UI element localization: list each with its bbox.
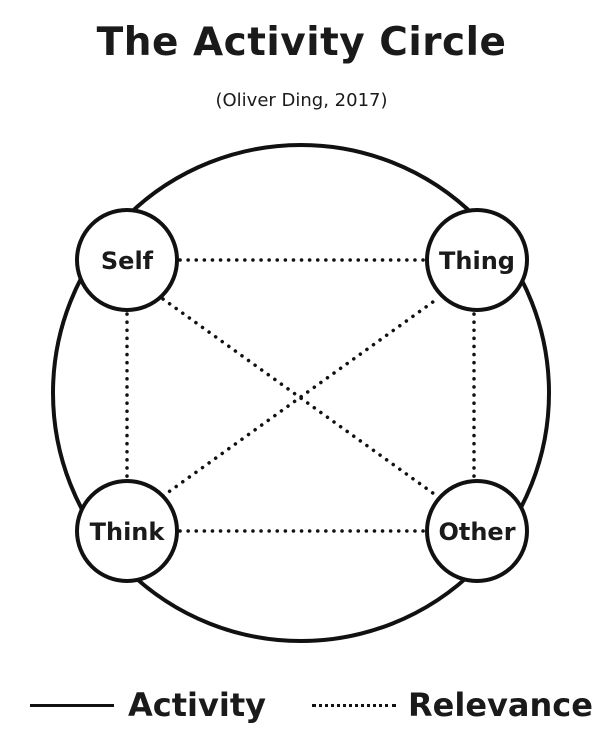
node-other-label: Other — [438, 518, 515, 546]
legend-dotted-line — [312, 703, 396, 707]
diagram-title: The Activity Circle — [96, 20, 507, 65]
legend-activity-label: Activity — [128, 686, 266, 724]
node-other — [425, 479, 529, 583]
node-think — [75, 479, 179, 583]
relevance-line-think-thing — [161, 297, 439, 498]
legend-relevance-label: Relevance — [408, 686, 593, 724]
node-thing-label: Thing — [439, 247, 515, 275]
node-self — [75, 208, 179, 312]
node-self-label: Self — [101, 247, 154, 275]
node-thing — [425, 208, 529, 312]
legend-relevance: Relevance — [312, 686, 593, 724]
legend-activity: Activity — [30, 686, 266, 724]
legend-solid-line — [30, 703, 114, 707]
node-think-label: Think — [90, 518, 166, 546]
activity-outer-circle — [51, 143, 551, 643]
diagram-subtitle: (Oliver Ding, 2017) — [215, 90, 388, 111]
